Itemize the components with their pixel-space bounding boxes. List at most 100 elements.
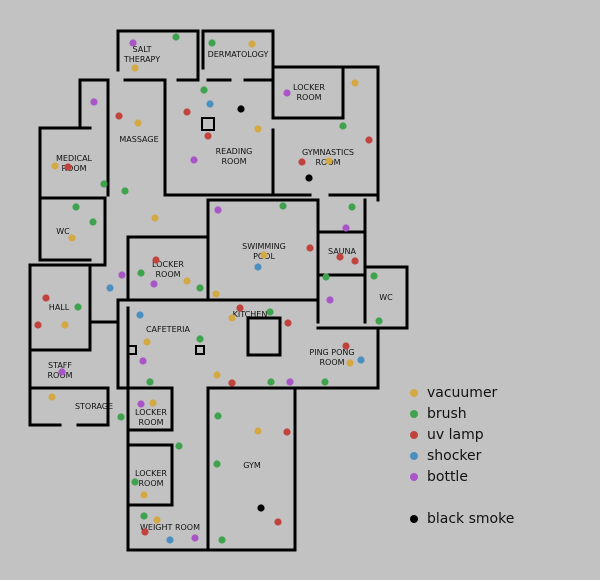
marker-shocker: [206, 100, 214, 108]
marker-brush: [72, 203, 80, 211]
marker-uv-lamp: [298, 158, 306, 166]
marker-uv-lamp: [64, 163, 72, 171]
marker-brush: [74, 303, 82, 311]
column-fixture: [127, 345, 137, 355]
legend-dot-icon: [410, 515, 418, 523]
marker-vacuumer: [260, 251, 268, 259]
marker-vacuumer: [346, 359, 354, 367]
marker-bottle: [118, 271, 126, 279]
marker-uv-lamp: [342, 342, 350, 350]
legend-dot-icon: [410, 431, 418, 439]
marker-vacuumer: [48, 393, 56, 401]
marker-vacuumer: [143, 338, 151, 346]
marker-uv-lamp: [365, 136, 373, 144]
marker-brush: [140, 512, 148, 520]
legend-item-shocker: shocker: [410, 446, 481, 466]
legend-item-bottle: bottle: [410, 467, 468, 487]
marker-bottle: [137, 400, 145, 408]
marker-brush: [196, 335, 204, 343]
marker-brush: [321, 378, 329, 386]
marker-bottle: [214, 206, 222, 214]
marker-vacuumer: [351, 79, 359, 87]
marker-uv-lamp: [351, 257, 359, 265]
marker-shocker: [254, 263, 262, 271]
marker-uv-lamp: [183, 108, 191, 116]
walls: [28, 29, 409, 552]
marker-brush: [146, 378, 154, 386]
legend-item-uv-lamp: uv lamp: [410, 425, 484, 445]
marker-bottle: [58, 368, 66, 376]
marker-bottle: [150, 280, 158, 288]
marker-uv-lamp: [306, 244, 314, 252]
marker-uv-lamp: [283, 428, 291, 436]
marker-uv-lamp: [115, 112, 123, 120]
marker-brush: [322, 273, 330, 281]
room-label-wc-right: WC: [379, 293, 393, 302]
room-label-massage: MASSAGE: [119, 135, 158, 144]
room-label-cafeteria: CAFETERIA: [146, 325, 191, 334]
marker-bottle: [191, 534, 199, 542]
legend-label: vacuumer: [427, 385, 498, 401]
marker-brush: [100, 180, 108, 188]
legend-dot-icon: [410, 473, 418, 481]
marker-shocker: [357, 356, 365, 364]
fixtures: [127, 117, 215, 355]
room-label-kitchen: KITCHEN: [233, 310, 268, 319]
marker-brush: [172, 33, 180, 41]
marker-vacuumer: [151, 214, 159, 222]
marker-brush: [117, 413, 125, 421]
legend-item-black-smoke: black smoke: [410, 509, 514, 529]
marker-brush: [89, 218, 97, 226]
marker-brush: [121, 187, 129, 195]
legend-label: brush: [427, 406, 467, 422]
marker-shocker: [166, 536, 174, 544]
marker-vacuumer: [51, 162, 59, 170]
marker-vacuumer: [248, 40, 256, 48]
legend-dot-icon: [410, 389, 418, 397]
marker-vacuumer: [213, 371, 221, 379]
marker-black-smoke: [257, 504, 265, 512]
marker-black-smoke: [237, 105, 245, 113]
marker-vacuumer: [153, 516, 161, 524]
marker-brush: [213, 460, 221, 468]
marker-vacuumer: [325, 157, 333, 165]
legend-item-vacuumer: vacuumer: [410, 383, 497, 403]
column-fixture: [201, 117, 215, 131]
room-label-gym: GYM: [243, 461, 261, 470]
room-label-wc-left: WC: [56, 227, 70, 236]
marker-brush: [348, 203, 356, 211]
marker-brush: [370, 272, 378, 280]
marker-bottle: [139, 357, 147, 365]
legend-label: bottle: [427, 469, 468, 485]
room-label-dermatology: DERMATOLOGY: [208, 50, 269, 59]
marker-uv-lamp: [141, 528, 149, 536]
legend-item-brush: brush: [410, 404, 467, 424]
marker-brush: [137, 269, 145, 277]
marker-brush: [375, 317, 383, 325]
marker-black-smoke: [305, 174, 313, 182]
marker-bottle: [190, 156, 198, 164]
marker-uv-lamp: [336, 253, 344, 261]
marker-vacuumer: [149, 399, 157, 407]
marker-uv-lamp: [228, 379, 236, 387]
marker-brush: [267, 378, 275, 386]
marker-bottle: [326, 296, 334, 304]
marker-vacuumer: [131, 64, 139, 72]
marker-uv-lamp: [152, 256, 160, 264]
marker-vacuumer: [183, 277, 191, 285]
marker-brush: [200, 86, 208, 94]
legend-label: shocker: [427, 448, 482, 464]
marker-uv-lamp: [42, 294, 50, 302]
marker-uv-lamp: [274, 518, 282, 526]
marker-brush: [218, 536, 226, 544]
marker-brush: [266, 308, 274, 316]
marker-brush: [131, 478, 139, 486]
